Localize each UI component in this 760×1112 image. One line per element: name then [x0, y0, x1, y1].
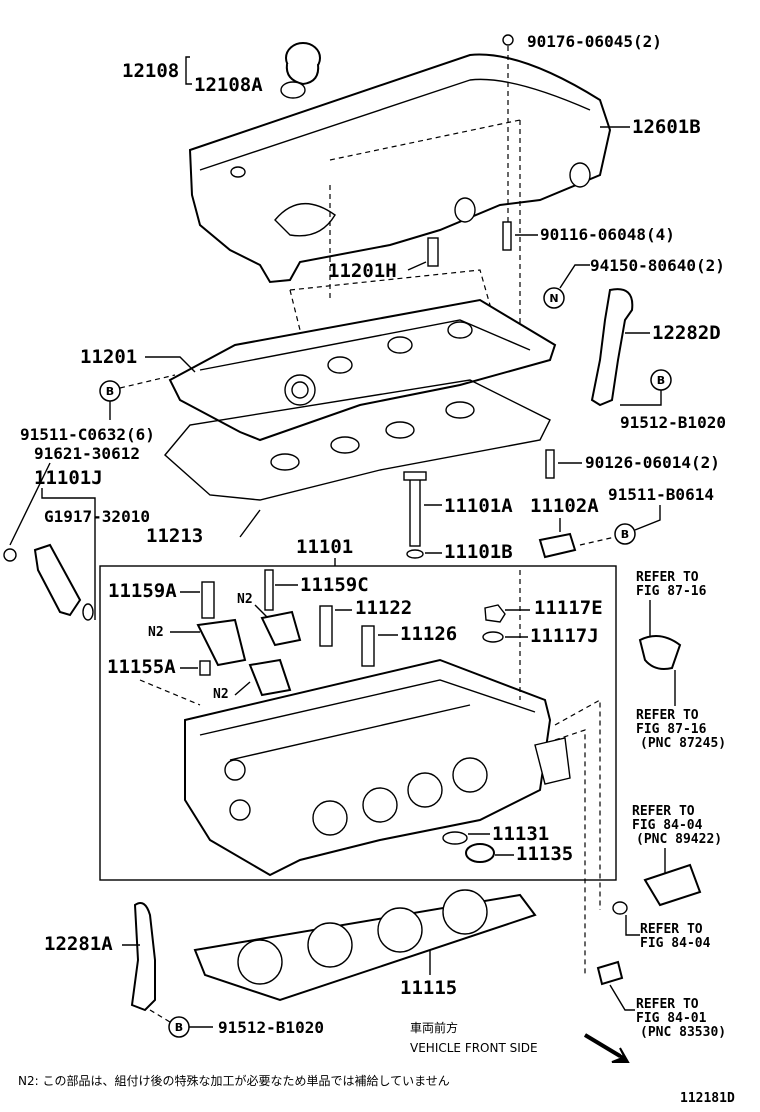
bolt-11201H [427, 237, 439, 267]
callout-91511-c: 91511-C0632(6) [20, 425, 155, 444]
svg-text:B: B [175, 1021, 183, 1034]
marker-n-text: N [549, 292, 558, 305]
callout-11159A: 11159A [108, 580, 177, 602]
diagram-id: 112181D [680, 1091, 735, 1106]
head-cover-gasket [164, 379, 551, 501]
engine-cover [188, 53, 612, 284]
oil-pressure-switch-ref [638, 635, 682, 670]
callout-94150: 94150-80640(2) [590, 256, 725, 275]
vehicle-front-en: VEHICLE FRONT SIDE [410, 1041, 538, 1055]
callout-11115: 11115 [400, 977, 457, 999]
washer-11101B [406, 549, 424, 559]
svg-text:REFER TO: REFER TO [636, 997, 699, 1012]
callout-12108A: 12108A [194, 74, 263, 96]
callout-91511-b: 91511-B0614 [608, 485, 714, 504]
callout-11101J: 11101J [34, 467, 103, 489]
callout-11126: 11126 [400, 623, 457, 645]
svg-text:B: B [621, 528, 629, 541]
callout-91621: 91621-30612 [34, 444, 140, 463]
callout-11101B: 11101B [444, 541, 513, 563]
callout-11101: 11101 [296, 536, 353, 558]
cylinder-head-cover [168, 298, 557, 442]
svg-text:FIG 84-01: FIG 84-01 [636, 1011, 707, 1026]
callout-11122: 11122 [355, 597, 412, 619]
plug-11135 [465, 843, 495, 863]
svg-text:FIG 87-16: FIG 87-16 [636, 722, 707, 737]
callout-11101A: 11101A [444, 495, 513, 517]
callout-90116: 90116-06048(4) [540, 225, 675, 244]
callout-90126: 90126-06014(2) [585, 453, 720, 472]
marker-n [543, 287, 565, 309]
stud-90126 [545, 449, 555, 479]
stud-90116 [502, 221, 512, 251]
plug-11102A [538, 532, 577, 559]
nut-90176 [502, 34, 514, 46]
callout-91512-a: 91512-B1020 [620, 413, 726, 432]
gasket-11117J [482, 631, 504, 643]
callout-11117E: 11117E [534, 597, 603, 619]
svg-text:N2: N2 [148, 625, 164, 640]
engine-hanger-12282D [590, 288, 634, 407]
sensor-ref-2 [596, 960, 624, 986]
vehicle-front-jp: 車両前方 [410, 1020, 458, 1035]
callout-11131: 11131 [492, 823, 549, 845]
head-gasket [193, 889, 537, 1002]
callout-11201: 11201 [80, 346, 137, 368]
bracket-12108 [185, 56, 192, 85]
callout-11159C: 11159C [300, 574, 369, 596]
svg-text:REFER TO: REFER TO [632, 804, 695, 819]
callout-11135: 11135 [516, 843, 573, 865]
pin-11155A [199, 660, 211, 676]
marker-b-mid [614, 523, 636, 545]
bolt-11101A [409, 477, 421, 547]
pin-11126 [361, 625, 375, 667]
svg-text:FIG 87-16: FIG 87-16 [636, 584, 707, 599]
bolt-11159A [201, 581, 215, 619]
callout-12108: 12108 [122, 60, 179, 82]
svg-text:N2: N2 [213, 687, 229, 702]
callout-12601B: 12601B [632, 116, 701, 138]
temp-sensor-ref [643, 863, 702, 907]
callout-11117J: 11117J [530, 625, 599, 647]
callout-12281A: 12281A [44, 933, 113, 955]
bearing-cap-1 [260, 610, 302, 647]
callout-12282D: 12282D [652, 322, 721, 344]
cylinder-head-group-frame [99, 565, 617, 881]
callout-91512-b: 91512-B1020 [218, 1018, 324, 1037]
svg-text:B: B [106, 385, 114, 398]
bearing-cap-3 [248, 658, 292, 697]
svg-text:(PNC 87245): (PNC 87245) [640, 736, 726, 751]
svg-text:N2: N2 [237, 592, 253, 607]
callout-90176: 90176-06045(2) [527, 32, 662, 51]
callout-11201H: 11201H [328, 260, 397, 282]
gasket-ref [612, 901, 628, 915]
svg-text:REFER TO: REFER TO [640, 922, 703, 937]
svg-text:(PNC 89422): (PNC 89422) [636, 832, 722, 847]
callout-G1917: G1917-32010 [44, 507, 150, 526]
callout-11102A: 11102A [530, 495, 599, 517]
cylinder-head [184, 658, 571, 877]
plug-11117E [484, 604, 506, 623]
svg-text:B: B [657, 374, 665, 387]
plug-11131 [442, 831, 468, 845]
oil-filler-cap [280, 42, 321, 99]
svg-text:FIG 84-04: FIG 84-04 [640, 936, 711, 951]
svg-text:FIG 84-04: FIG 84-04 [632, 818, 703, 833]
bearing-cap-2 [196, 618, 247, 667]
pin-11122 [319, 605, 333, 647]
callout-11213: 11213 [146, 525, 203, 547]
svg-text:REFER TO: REFER TO [636, 570, 699, 585]
bolt-11159C [264, 569, 274, 611]
n2-note: N2: この部品は、組付け後の特殊な加工が必要なため単品では補給していません [18, 1073, 450, 1088]
front-arrow-icon [584, 1034, 630, 1063]
engine-hanger-12281A [130, 902, 156, 1012]
oil-control-valve [3, 543, 94, 621]
callout-11155A: 11155A [107, 656, 176, 678]
svg-text:(PNC 83530): (PNC 83530) [640, 1025, 726, 1040]
svg-text:REFER TO: REFER TO [636, 708, 699, 723]
